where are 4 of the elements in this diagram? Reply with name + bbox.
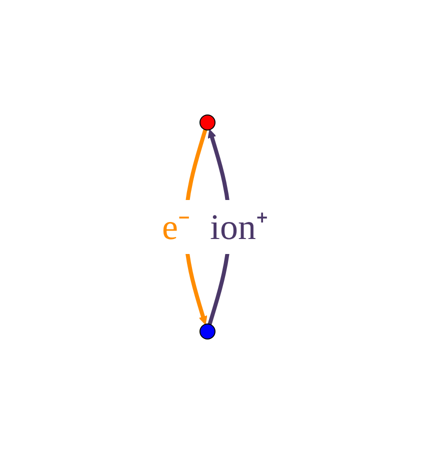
node-circle — [199, 324, 215, 340]
node-circle — [199, 114, 215, 130]
edge-label: e⁻ — [162, 207, 190, 247]
edge-label: ion⁺ — [209, 207, 268, 247]
